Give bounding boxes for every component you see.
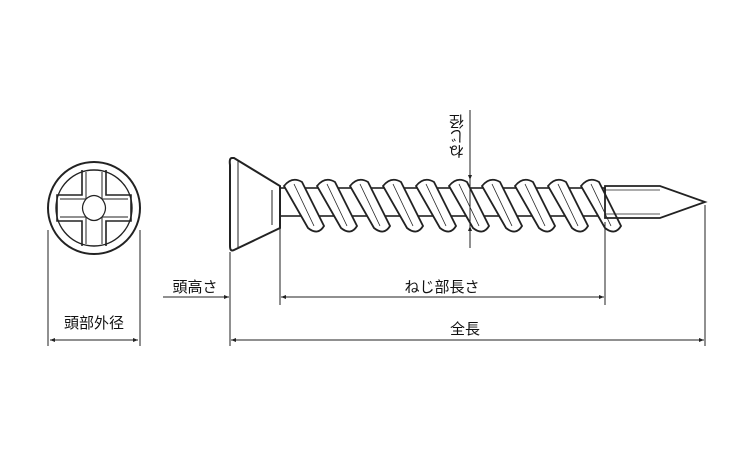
- head-top-view: [47, 161, 141, 255]
- thread-line: [491, 183, 513, 227]
- dimension-lines: [50, 168, 704, 342]
- screw-side-view: [228, 157, 708, 252]
- thread-line: [524, 183, 546, 227]
- thread-line: [359, 183, 381, 227]
- thread-diameter-label: ねじ径: [448, 114, 466, 159]
- head-outer-diameter-label: 頭部外径: [63, 314, 125, 332]
- thread-line: [326, 183, 348, 227]
- thread-line: [458, 183, 480, 227]
- thread-length-label: ねじ部長さ: [404, 278, 480, 296]
- head-height-label: 頭高さ: [172, 278, 218, 296]
- thread-line: [425, 183, 447, 227]
- thread-line: [557, 183, 579, 227]
- thread-line: [392, 183, 414, 227]
- total-length-label: 全長: [449, 320, 481, 338]
- thread-line: [293, 183, 315, 227]
- thread-line: [590, 183, 612, 227]
